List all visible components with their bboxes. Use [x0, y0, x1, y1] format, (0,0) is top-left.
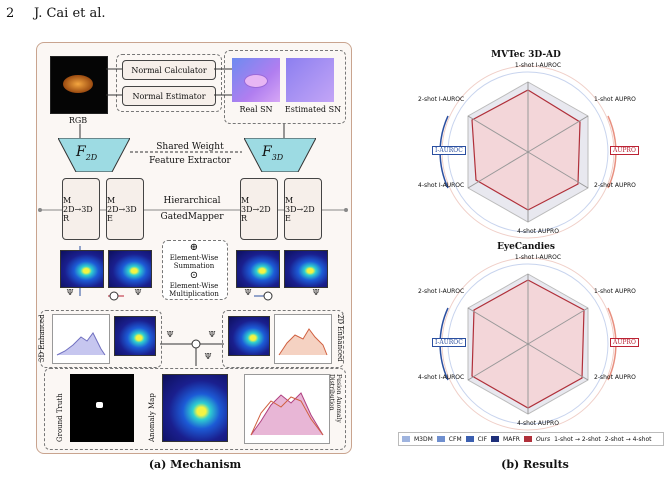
legend-mafr: MAFR	[503, 435, 520, 443]
ground-truth-image	[70, 374, 134, 442]
enhanced-3d-plot	[52, 314, 110, 364]
psi-3d-label: Ψ	[166, 330, 174, 339]
mvtec-axis-4: 4-shot AUPRO	[517, 228, 559, 235]
legend-ours: Ours	[535, 435, 551, 443]
mult-symbol: ⊙	[189, 270, 199, 281]
enhanced-2d-plot	[274, 314, 332, 364]
radar-chart-mvtec	[439, 65, 617, 239]
results-legend: M3DM CFM CIF MAFR Ours 1-shot → 2-shot 2…	[398, 432, 664, 446]
heatmap-3d2d-e	[284, 250, 328, 288]
eye-iauroc-tag: I-AUROC	[432, 338, 466, 347]
mult-label: Element-Wise Multiplication	[169, 282, 219, 298]
legend-cif: CIF	[477, 435, 488, 443]
f2d-label: F2D	[76, 144, 98, 162]
real-sn-label: Real SN	[239, 105, 273, 114]
mvtec-axis-1: 1-shot I-AUROC	[514, 62, 562, 69]
anomaly-map-image	[162, 374, 228, 442]
mvtec-axis-6: 2-shot I-AUROC	[418, 96, 465, 103]
rgb-image	[50, 56, 108, 114]
fusion-distribution-plot	[244, 374, 330, 444]
mapper-2d3d-r: M 2D→3D R	[62, 178, 100, 240]
estimated-sn-image	[286, 58, 334, 102]
psi-2d-label: Ψ	[208, 330, 216, 339]
mapper-3d2d-e: M 3D→2D E	[284, 178, 322, 240]
psi-label-2: Ψ	[134, 288, 142, 297]
f3d-label: F3D	[262, 144, 284, 162]
enhanced-2d-label: 2D Enhanced	[336, 314, 344, 362]
heatmap-2d3d-r	[60, 250, 104, 288]
enhanced-2d-group	[222, 310, 344, 368]
gatedmapper-label: GatedMapper	[160, 212, 224, 222]
eye-axis-5: 4-shot I-AUROC	[418, 374, 465, 381]
hierarchical-label: Hierarchical	[163, 196, 221, 206]
mvtec-aupro-tag: AUPRO	[610, 146, 639, 155]
enhanced-3d-heatmap	[114, 316, 156, 356]
legend-swatch-m3dm	[402, 436, 410, 442]
heatmap-2d3d-e	[108, 250, 152, 288]
legend-1to2: 1-shot → 2-shot	[554, 435, 601, 443]
rgb-label: RGB	[68, 116, 88, 125]
eye-aupro-tag: AUPRO	[610, 338, 639, 347]
psi-label-4: Ψ	[312, 288, 320, 297]
sum-symbol: ⊕	[189, 242, 199, 253]
enhanced-3d-group	[40, 310, 162, 368]
fusion-distribution-label: Fusion Anomaly Distribution	[328, 374, 342, 423]
caption-mechanism: (a) Mechanism	[148, 458, 242, 471]
legend-swatch-cif	[465, 436, 474, 442]
eye-axis-4: 4-shot AUPRO	[517, 420, 559, 427]
mvtec-axis-5: 4-shot I-AUROC	[418, 182, 465, 189]
eye-axis-1: 1-shot I-AUROC	[514, 254, 562, 261]
normal-calculator-box: Normal Calculator	[122, 60, 216, 80]
mvtec-iauroc-tag: I-AUROC	[432, 146, 466, 155]
surface-normal-group	[224, 50, 346, 124]
f3d-extractor	[244, 138, 316, 172]
page-number: 2	[6, 6, 15, 21]
mvtec-axis-3: 2-shot AUPRO	[594, 182, 636, 189]
f2d-extractor	[58, 138, 130, 172]
psi-label: Ψ	[204, 352, 212, 361]
radar-title-eyecandies: EyeCandies	[497, 242, 555, 252]
eye-axis-2: 1-shot AUPRO	[594, 288, 636, 295]
sum-label: Element-Wise Summation	[169, 254, 219, 270]
legend-m3dm: M3DM	[414, 435, 433, 443]
enhanced-3d-label: 3D Enhanced	[38, 314, 46, 362]
radar-title-mvtec: MVTec 3D-AD	[491, 50, 561, 60]
mapper-3d2d-r: M 3D→2D R	[240, 178, 278, 240]
normal-group	[116, 54, 222, 112]
heatmap-3d2d-r	[236, 250, 280, 288]
estimated-sn-label: Estimated SN	[284, 105, 342, 114]
enhanced-2d-heatmap	[228, 316, 270, 356]
psi-label-3: Ψ	[244, 288, 252, 297]
anomaly-map-label: Anomaly Map	[148, 393, 156, 442]
legend-cfm: CFM	[448, 435, 462, 443]
eye-axis-6: 2-shot I-AUROC	[418, 288, 465, 295]
eye-axis-3: 2-shot AUPRO	[594, 374, 636, 381]
output-group	[44, 368, 346, 450]
mapper-2d3d-e: M 2D→3D E	[106, 178, 144, 240]
legend-2to4: 2-shot → 4-shot	[604, 435, 652, 443]
shared-weight-label: Shared Weight	[156, 142, 224, 152]
legend-swatch-mafr	[491, 436, 500, 442]
mvtec-axis-2: 1-shot AUPRO	[594, 96, 636, 103]
real-sn-image	[232, 58, 280, 102]
legend-swatch-ours	[523, 436, 532, 442]
legend-swatch-cfm	[436, 436, 445, 442]
running-header-authors: J. Cai et al.	[34, 6, 106, 21]
normal-estimator-box: Normal Estimator	[122, 86, 216, 106]
caption-results: (b) Results	[501, 458, 569, 471]
psi-label-1: Ψ	[66, 288, 74, 297]
feature-extractor-label: Feature Extractor	[149, 156, 231, 166]
operator-legend	[162, 240, 228, 300]
ground-truth-label: Ground Truth	[56, 393, 64, 442]
